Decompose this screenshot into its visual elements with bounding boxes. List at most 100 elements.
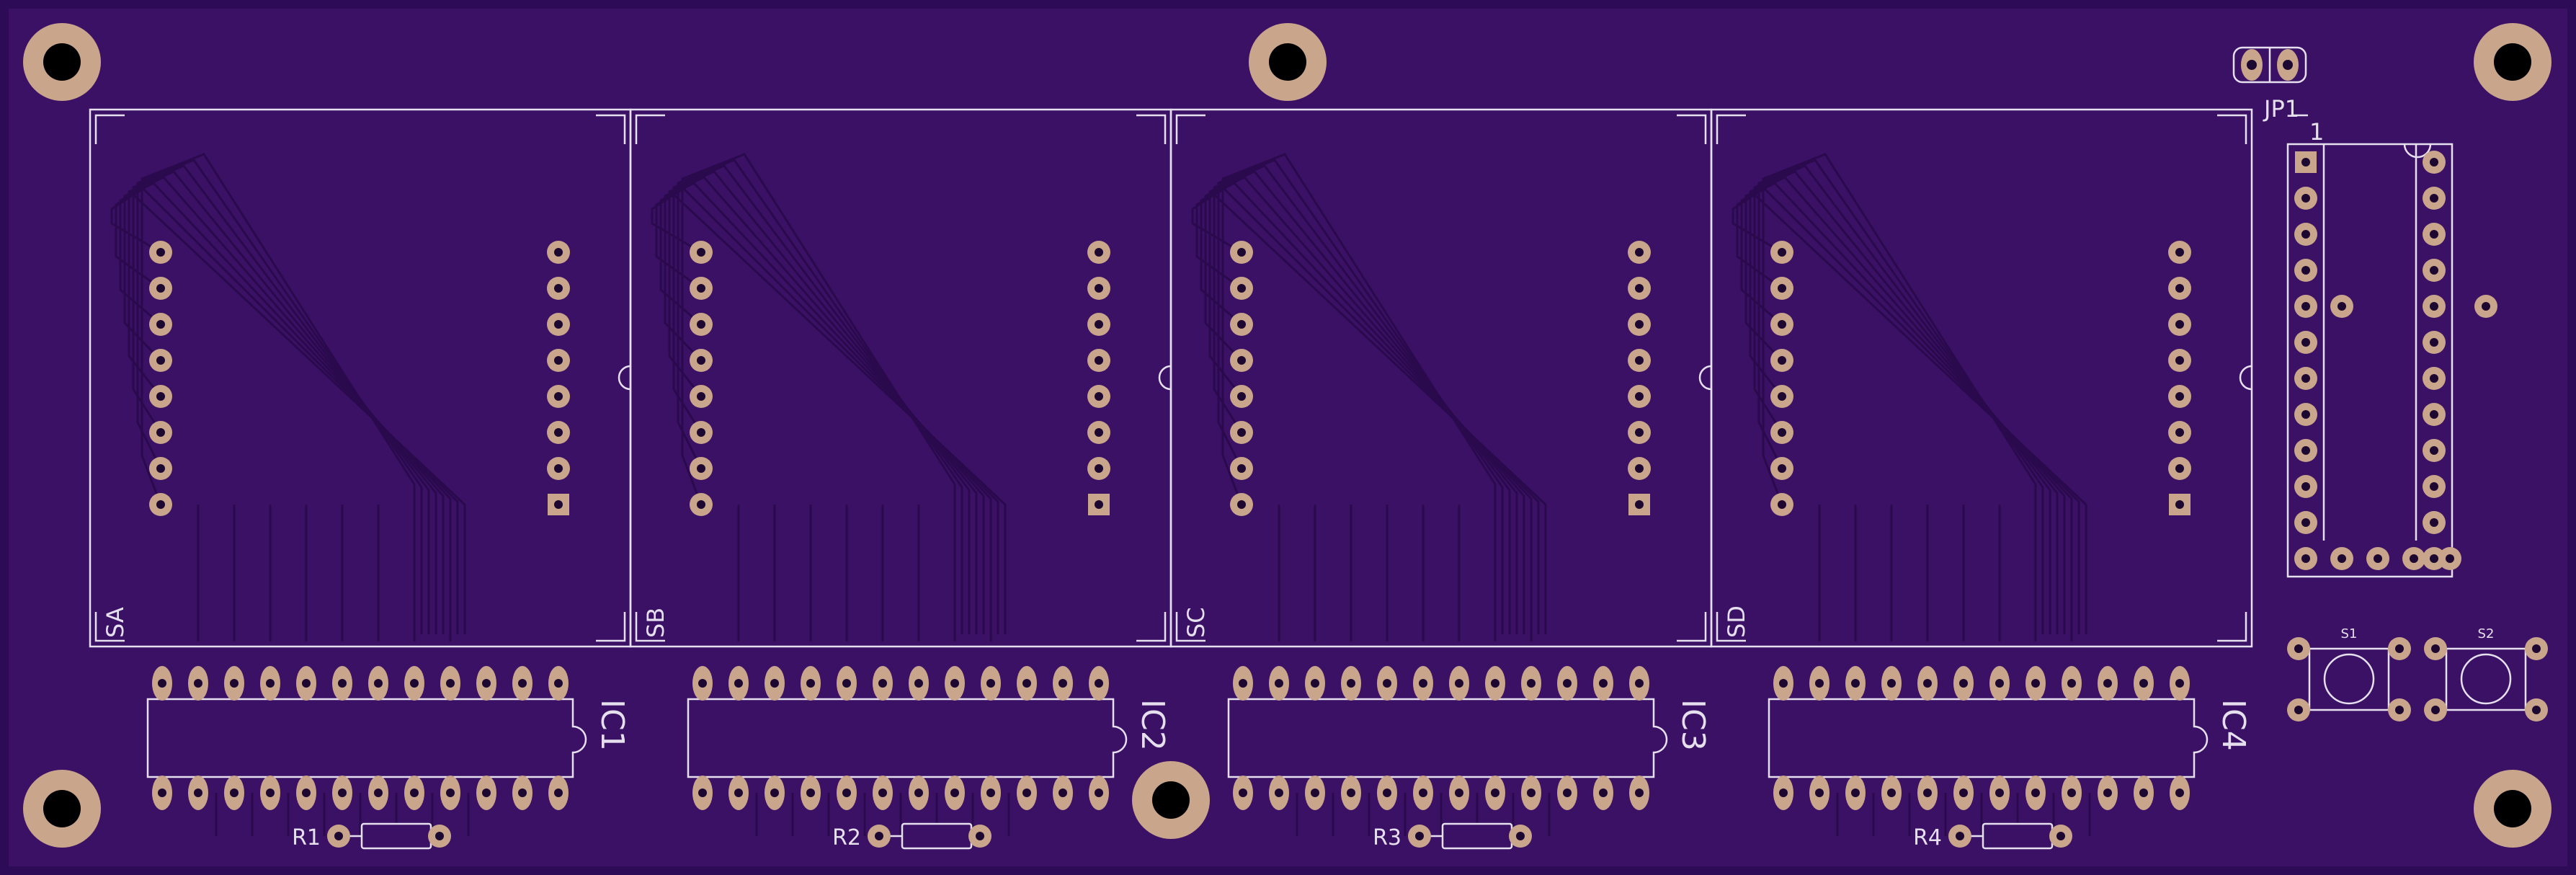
pad-drill (1635, 392, 1644, 401)
display-pins-left (149, 241, 172, 516)
pad-drill (2301, 302, 2310, 311)
ic-outline (1768, 698, 2209, 778)
mounting-hole (2474, 23, 2552, 101)
module-notch (2403, 143, 2432, 159)
module-pad (2330, 295, 2353, 318)
display-label: SB (642, 608, 669, 638)
pad-drill (156, 320, 165, 329)
display-notch (618, 365, 631, 391)
pad-drill (158, 789, 166, 797)
pad-drill (1635, 248, 1644, 257)
pad-drill (1887, 679, 1896, 688)
pad-drill (1778, 248, 1786, 257)
switch-s1: S1 (2287, 626, 2411, 721)
resistor-pad (868, 825, 891, 848)
display-corner-marks (94, 114, 626, 642)
pad-drill (1635, 320, 1644, 329)
pad-drill (554, 356, 563, 365)
pad-drill (2374, 554, 2382, 563)
ic-label: IC4 (2215, 699, 2252, 751)
display-sd: SD (1710, 108, 2253, 648)
pad-drill (2175, 392, 2184, 401)
trace (233, 505, 254, 836)
pad-drill (2337, 554, 2346, 563)
ic-pins-bottom (152, 776, 569, 810)
pad-drill (2031, 679, 2040, 688)
pad-drill (1311, 789, 1319, 797)
module-pins-right (2423, 151, 2446, 570)
pad-drill (1778, 356, 1786, 365)
pad-drill (2301, 518, 2310, 527)
ic-ic3: IC3 (1227, 666, 1711, 810)
pad-drill (156, 392, 165, 401)
switch-pad (2287, 698, 2310, 721)
mounting-hole (23, 770, 101, 848)
pad-drill (2301, 194, 2310, 203)
pad-drill (1095, 789, 1103, 797)
resistor-pad (1408, 825, 1431, 848)
pad-drill (1527, 789, 1536, 797)
pad-drill (2067, 679, 2076, 688)
pad-drill (1815, 679, 1824, 688)
pad-drill (770, 679, 779, 688)
pad-drill (1095, 248, 1103, 257)
pad-drill (156, 356, 165, 365)
pad-drill (338, 789, 347, 797)
pad-drill (410, 679, 419, 688)
resistor-pad (2049, 825, 2072, 848)
pad-drill (1095, 320, 1103, 329)
pad-drill (806, 679, 815, 688)
pad-drill (1383, 679, 1391, 688)
mounting-hole (1132, 761, 1210, 839)
trace (664, 176, 985, 634)
resistor-r2: R2 (832, 822, 991, 850)
display-outline (1710, 108, 2253, 648)
display-corner-marks (635, 114, 1167, 642)
switch-outline (2308, 647, 2390, 711)
pad-drill (1778, 392, 1786, 401)
module-1: 1 (2286, 114, 2497, 578)
pad-drill (554, 789, 563, 797)
switch-pad (2424, 637, 2447, 660)
switch-pad (2525, 698, 2548, 721)
ic-ic4: IC4 (1768, 666, 2252, 810)
pad-drill (1635, 464, 1644, 473)
resistor-pad (428, 825, 451, 848)
pad-drill (1095, 284, 1103, 293)
pad-drill (1635, 356, 1644, 365)
ic-outline (687, 698, 1128, 778)
pad-drill (1635, 789, 1644, 797)
pad-drill (554, 284, 563, 293)
pad-drill (1491, 679, 1499, 688)
display-notch (1698, 365, 1712, 391)
trace (1204, 176, 1525, 634)
pad-drill (1383, 789, 1391, 797)
pad-drill (1095, 428, 1103, 437)
pad-drill (1887, 789, 1896, 797)
pad-drill (734, 789, 743, 797)
pad-drill (1022, 789, 1031, 797)
pad-drill (1635, 500, 1644, 509)
pad-drill (1237, 284, 1246, 293)
pad-drill (2301, 338, 2310, 347)
pad-drill (2175, 428, 2184, 437)
pad-drill (1455, 679, 1463, 688)
pad-drill (1491, 789, 1499, 797)
pad-drill (1779, 679, 1788, 688)
display-sa: SA (89, 108, 632, 648)
pad-drill (1778, 320, 1786, 329)
pad-drill (1599, 679, 1608, 688)
pad-drill (2139, 789, 2148, 797)
trace (1350, 505, 1371, 836)
pad-drill (1851, 679, 1860, 688)
trace (305, 505, 326, 836)
trace (773, 505, 794, 836)
pad-drill (1022, 679, 1031, 688)
switch-label: S1 (2341, 626, 2358, 641)
module-label: 1 (2309, 118, 2324, 146)
pad-drill (697, 464, 705, 473)
pad-drill (2103, 679, 2112, 688)
trace (1962, 505, 1983, 836)
resistor-r3: R3 (1373, 822, 1532, 850)
